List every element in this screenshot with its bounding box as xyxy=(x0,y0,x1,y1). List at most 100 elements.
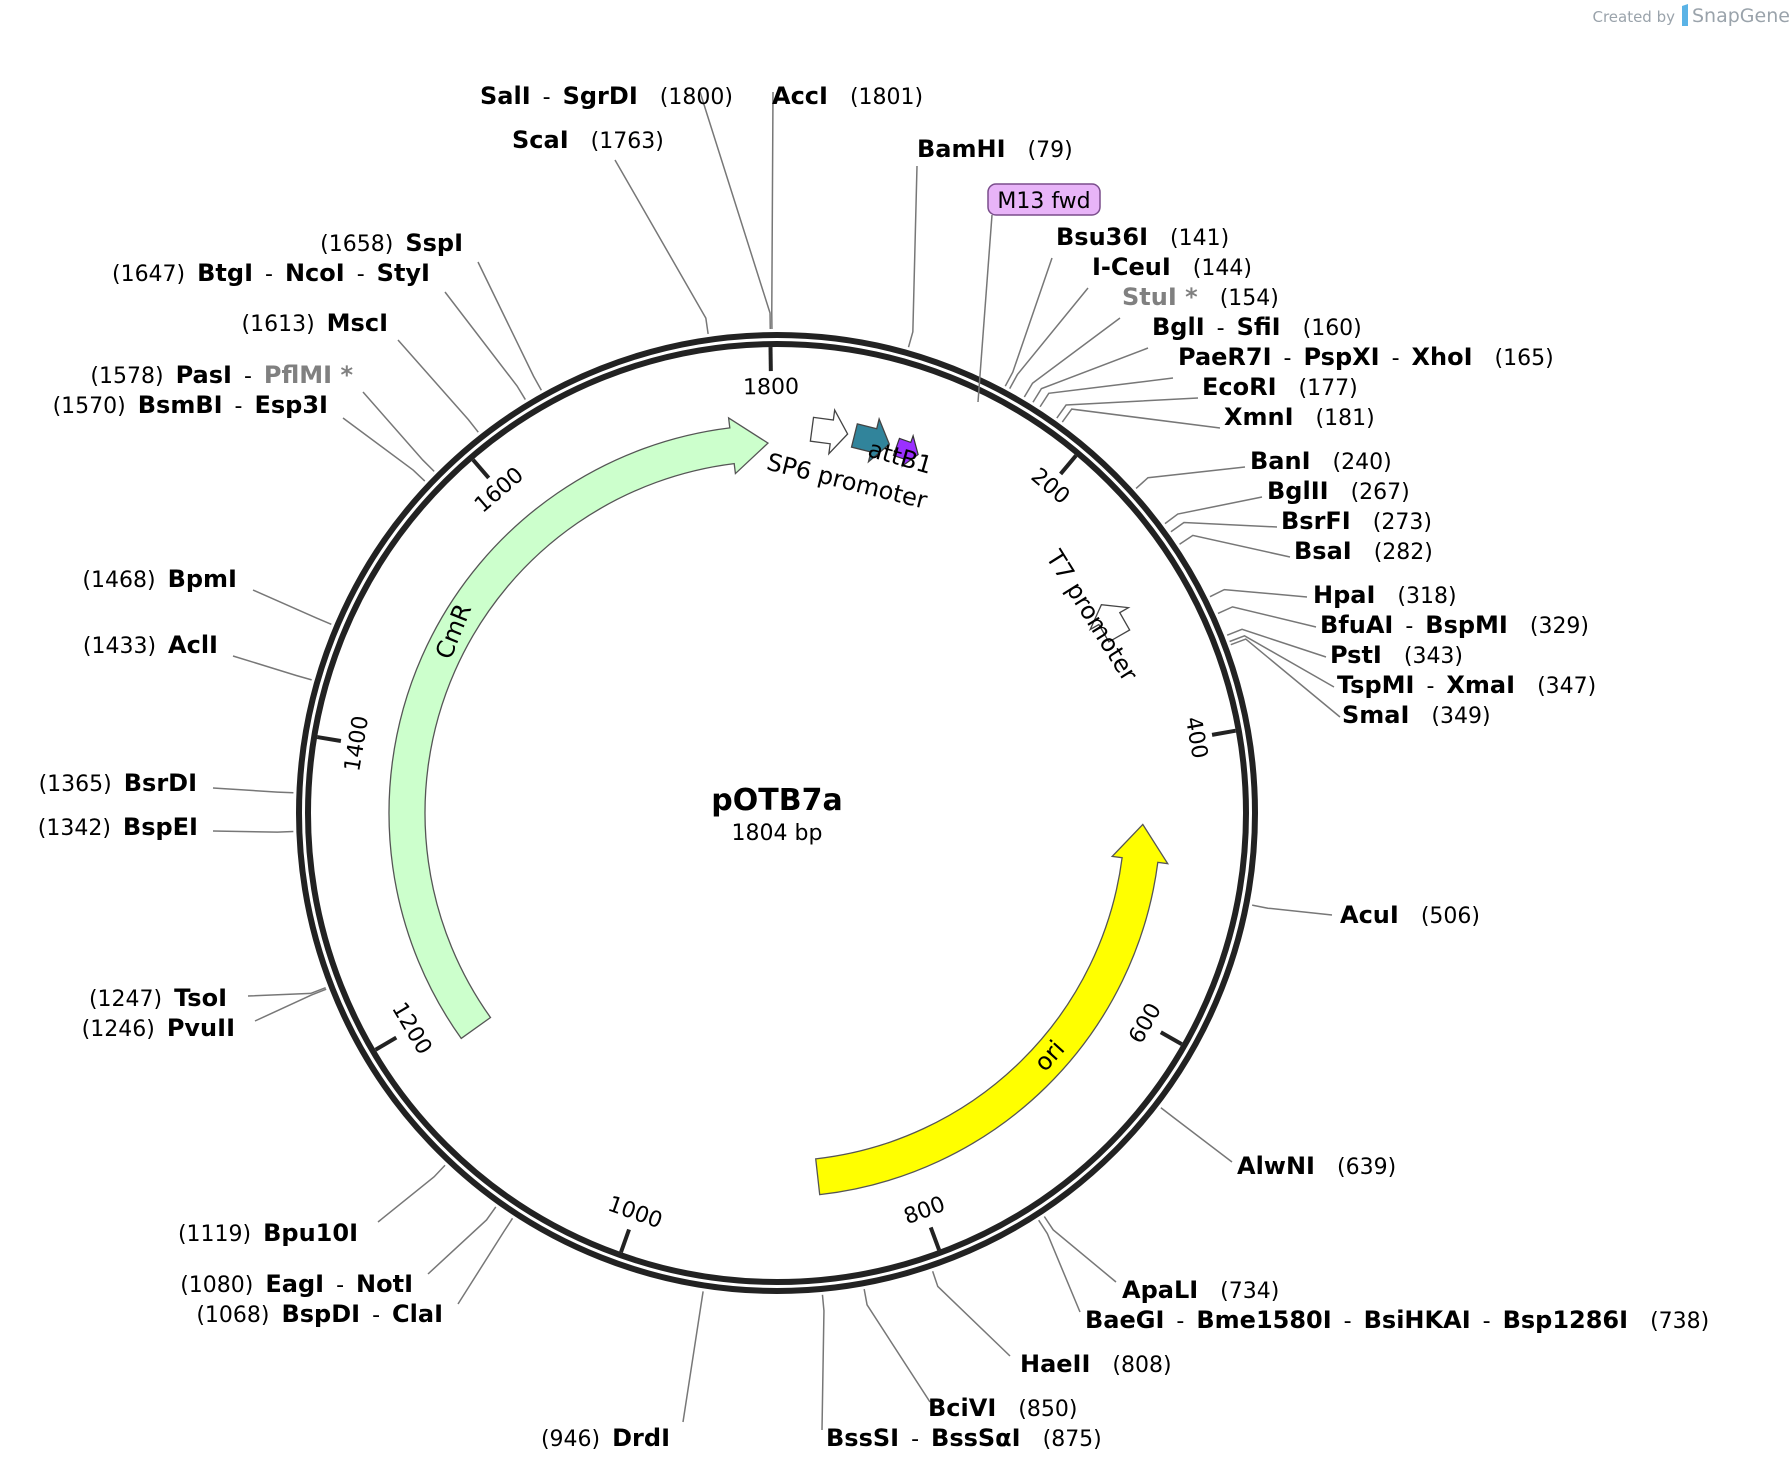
site-leader-line xyxy=(477,261,543,391)
site-enzyme-name: SmaI xyxy=(1342,701,1409,729)
site-enzyme-name: AlwNI xyxy=(1237,1152,1315,1180)
site-leader-line xyxy=(254,988,327,1022)
site-tsoi[interactable]: (1247)TsoI xyxy=(89,984,227,1012)
site-pvuii[interactable]: (1246)PvuII xyxy=(82,1014,235,1042)
site-alwni[interactable]: AlwNI(639) xyxy=(1237,1152,1396,1180)
site-separator: - xyxy=(911,1427,919,1452)
feature-attb1[interactable] xyxy=(849,414,895,465)
site-leader-line xyxy=(931,1271,1011,1357)
site-pasi[interactable]: (1578)PasI-PflMI * xyxy=(90,361,353,389)
site-eagi[interactable]: (1080)EagI-NotI xyxy=(180,1270,413,1298)
site-bfuai[interactable]: BfuAI-BspMI(329) xyxy=(1320,611,1589,639)
sp6-promoter-arrow-icon xyxy=(809,408,849,456)
feature-ori[interactable] xyxy=(814,823,1170,1196)
site-leader-line xyxy=(247,986,326,997)
site-leader-line xyxy=(907,165,918,348)
site-enzyme-name: XhoI xyxy=(1412,343,1473,371)
site-smai[interactable]: SmaI(349) xyxy=(1342,701,1491,729)
site-enzyme-name: SalI xyxy=(480,82,531,110)
site-leader-line xyxy=(342,417,426,482)
site-position: (1647) xyxy=(112,262,185,287)
site-bsssi[interactable]: BssSI-BssSαI(875) xyxy=(826,1424,1102,1452)
site-bani[interactable]: BanI(240) xyxy=(1250,447,1392,475)
site-leader-line xyxy=(682,1291,704,1423)
snapgene-credit[interactable]: Created by SnapGene xyxy=(1592,4,1790,27)
primer-label: M13 fwd xyxy=(997,189,1090,214)
site-enzyme-name: NcoI xyxy=(285,259,345,287)
site-i-ceui[interactable]: I-CeuI(144) xyxy=(1092,253,1252,281)
primer-m13-fwd[interactable]: M13 fwd xyxy=(977,183,1101,403)
site-bcivi[interactable]: BciVI(850) xyxy=(928,1394,1077,1422)
site-haeii[interactable]: HaeII(808) xyxy=(1020,1350,1172,1378)
site-bpmi[interactable]: (1468)BpmI xyxy=(82,565,237,593)
site-position: (946) xyxy=(541,1427,600,1452)
site-label: HpaI(318) xyxy=(1313,581,1457,609)
site-label: BglI-SfiI(160) xyxy=(1152,313,1362,341)
site-bspdi[interactable]: (1068)BspDI-ClaI xyxy=(196,1300,443,1328)
site-acci[interactable]: AccI(1801) xyxy=(772,82,923,110)
site-leader-line xyxy=(771,91,774,330)
site-stui[interactable]: StuI *(154) xyxy=(1122,283,1279,311)
site-apali[interactable]: ApaLI(734) xyxy=(1122,1276,1279,1304)
site-scai[interactable]: ScaI(1763) xyxy=(512,126,664,154)
site-ecori[interactable]: EcoRI(177) xyxy=(1202,373,1358,401)
site-position: (1119) xyxy=(178,1222,251,1247)
site-bsu36i[interactable]: Bsu36I(141) xyxy=(1056,223,1229,251)
site-bsrdi[interactable]: (1365)BsrDI xyxy=(39,769,197,797)
site-enzyme-name: ClaI xyxy=(392,1300,443,1328)
site-enzyme-name: SgrDI xyxy=(563,82,638,110)
tick-label: 400 xyxy=(1180,715,1212,761)
site-label: BssSI-BssSαI(875) xyxy=(826,1424,1102,1452)
site-sspi[interactable]: (1658)SspI xyxy=(320,229,463,257)
site-acui[interactable]: AcuI(506) xyxy=(1340,901,1480,929)
tick-mark xyxy=(471,458,491,480)
site-position: (141) xyxy=(1170,226,1229,251)
site-position: (1080) xyxy=(180,1273,253,1298)
site-position: (347) xyxy=(1537,674,1596,699)
site-leader-line xyxy=(1032,347,1149,403)
site-bglii[interactable]: BglII(267) xyxy=(1267,477,1410,505)
site-position: (808) xyxy=(1112,1353,1171,1378)
site-bsai[interactable]: BsaI(282) xyxy=(1294,537,1433,565)
site-psti[interactable]: PstI(343) xyxy=(1330,641,1463,669)
site-bamhi[interactable]: BamHI(79) xyxy=(917,135,1073,163)
t7-promoter-arrow-icon xyxy=(1088,603,1131,643)
site-enzyme-name: Bsp1286I xyxy=(1503,1306,1628,1334)
site-bsrfi[interactable]: BsrFI(273) xyxy=(1281,507,1432,535)
site-enzyme-name: BsaI xyxy=(1294,537,1352,565)
site-leaders xyxy=(212,91,1341,1431)
site-enzyme-name: PaeR7I xyxy=(1178,343,1272,371)
snapgene-logo-icon xyxy=(1682,4,1688,26)
feature-sp6-promoter[interactable] xyxy=(809,407,850,456)
site-paer7i[interactable]: PaeR7I-PspXI-XhoI(165) xyxy=(1178,343,1554,371)
feature-cmr[interactable] xyxy=(388,416,770,1040)
feature-t7-promoter[interactable] xyxy=(1082,594,1138,647)
site-bsmbi[interactable]: (1570)BsmBI-Esp3I xyxy=(53,391,328,419)
site-leader-line xyxy=(1056,397,1199,419)
site-enzyme-name: BglII xyxy=(1267,477,1329,505)
site-msci[interactable]: (1613)MscI xyxy=(242,309,388,337)
credit-prefix: Created by xyxy=(1592,8,1675,26)
site-leader-line xyxy=(252,589,332,625)
site-enzyme-name: StuI * xyxy=(1122,283,1198,311)
site-tspmi[interactable]: TspMI-XmaI(347) xyxy=(1337,671,1596,699)
primer-binding-arrow[interactable] xyxy=(891,432,923,470)
site-label: BciVI(850) xyxy=(928,1394,1077,1422)
site-bgli[interactable]: BglI-SfiI(160) xyxy=(1152,313,1362,341)
site-enzyme-name: TsoI xyxy=(174,984,227,1012)
site-enzyme-name: BamHI xyxy=(917,135,1006,163)
site-baegi[interactable]: BaeGI-Bme1580I-BsiHKAI-Bsp1286I(738) xyxy=(1085,1306,1709,1334)
site-hpai[interactable]: HpaI(318) xyxy=(1313,581,1457,609)
site-xmni[interactable]: XmnI(181) xyxy=(1224,403,1375,431)
site-enzyme-name: Bpu10I xyxy=(263,1219,358,1247)
site-enzyme-name: StyI xyxy=(377,259,430,287)
site-drdi[interactable]: (946)DrdI xyxy=(541,1424,670,1452)
site-acli[interactable]: (1433)AclI xyxy=(83,631,218,659)
site-btgi[interactable]: (1647)BtgI-NcoI-StyI xyxy=(112,259,430,287)
plasmid-center-label: pOTB7a 1804 bp xyxy=(711,783,842,846)
site-bpu10i[interactable]: (1119) Bpu10I xyxy=(178,1219,358,1247)
site-leader-line xyxy=(1135,466,1246,490)
site-bspei[interactable]: (1342)BspEI xyxy=(38,813,198,841)
site-sali[interactable]: SalI-SgrDI(1800) xyxy=(480,82,733,110)
